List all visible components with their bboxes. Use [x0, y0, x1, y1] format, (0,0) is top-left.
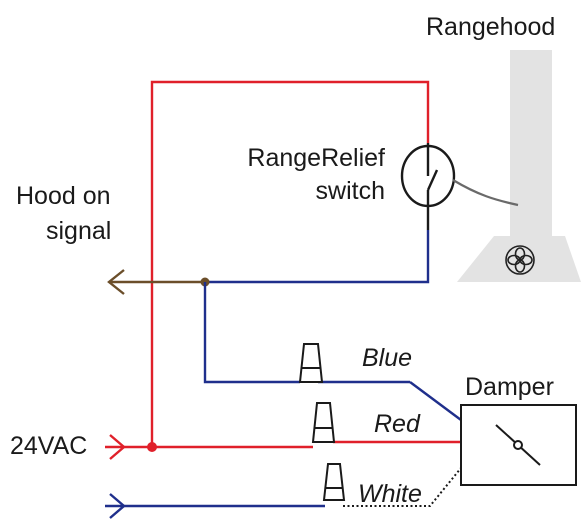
fan-icon	[505, 245, 535, 275]
rangerelief-switch	[400, 143, 519, 230]
red-wire-label: Red	[374, 410, 420, 438]
hood-signal-label-line2: signal	[46, 217, 112, 245]
wire-nut-white	[322, 463, 346, 501]
damper-pivot	[513, 440, 523, 450]
rangehood	[457, 50, 581, 282]
damper	[460, 404, 577, 486]
blue-wire-to-damper	[409, 381, 462, 421]
wire-nut-blue	[298, 343, 324, 383]
supply-red-arrow	[109, 434, 126, 460]
switch-label-line1: RangeRelief	[247, 144, 385, 172]
switch-link-to-hood	[452, 179, 519, 207]
hood-signal-arrow	[107, 269, 125, 295]
blue-wire-switch-return	[205, 230, 430, 284]
rangehood-chimney	[510, 50, 552, 236]
rangehood-canopy	[457, 236, 581, 282]
supply-blue-arrow	[109, 493, 126, 519]
damper-label: Damper	[465, 373, 554, 401]
blue-wire-to-nut	[203, 282, 300, 384]
hood-signal-label-line1: Hood on	[16, 182, 111, 210]
red-junction-dot	[147, 442, 157, 452]
red-wire-to-switch	[150, 80, 430, 447]
switch-lever	[426, 169, 439, 191]
blue-wire-label: Blue	[362, 344, 413, 372]
white-wire-label: White	[358, 480, 422, 508]
supply-label: 24VAC	[10, 432, 88, 460]
rangehood-label: Rangehood	[426, 13, 556, 41]
wire-nut-red	[311, 402, 336, 443]
white-wire-to-damper	[343, 467, 462, 507]
switch-label-line2: switch	[315, 177, 385, 205]
